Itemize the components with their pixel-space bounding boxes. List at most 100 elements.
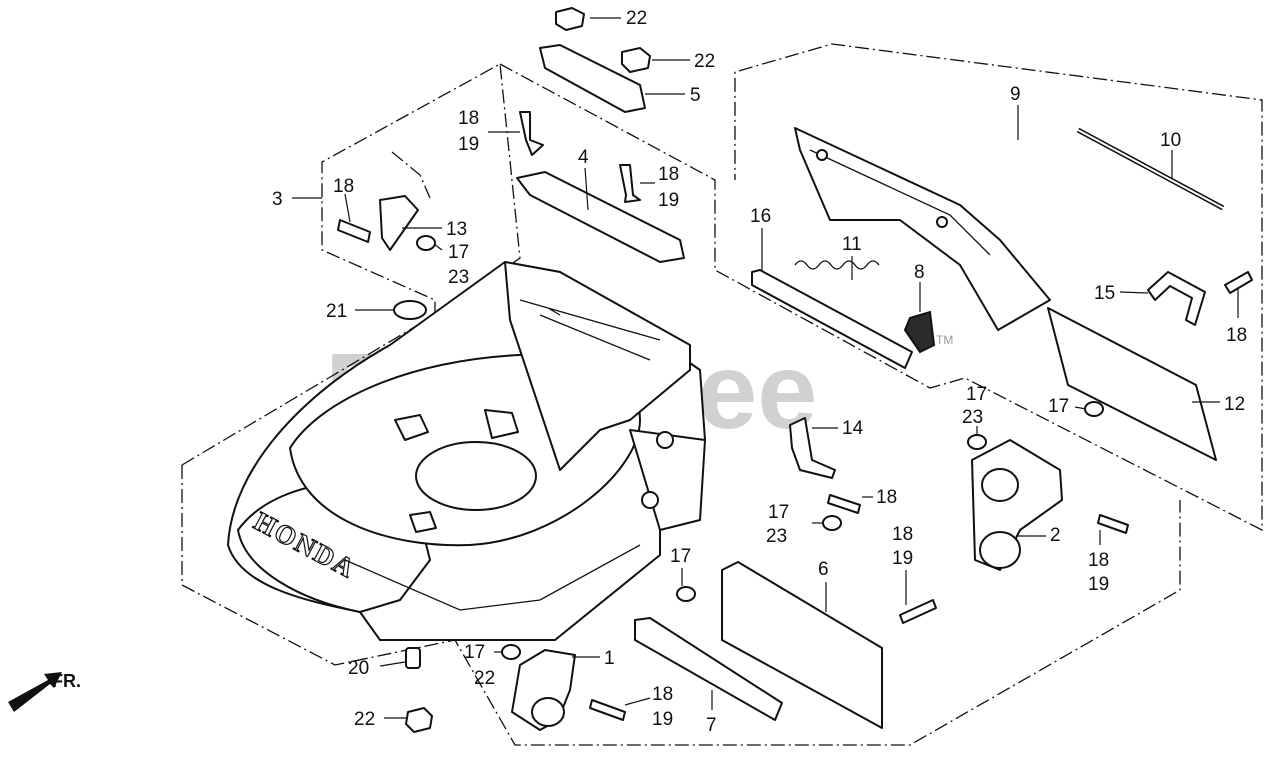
hinge-bar [751,269,913,369]
front-label: FR. [52,671,81,691]
flap-shaft-highlight [1077,129,1224,209]
callout-4: 4 [578,147,589,168]
side-skirt-panel [721,561,883,729]
rear-flap-upper [794,127,1051,331]
callout-13: 13 [446,219,467,240]
callout-19: 19 [1088,574,1109,595]
lead-18-left [344,193,351,223]
mower-deck: HONDA [227,261,706,641]
washer-17-left [416,235,436,251]
lead-15 [1119,291,1149,294]
callout-18: 18 [658,164,679,185]
callout-9: 9 [1010,84,1021,105]
callout-18: 18 [333,176,354,197]
callout-12: 12 [1224,394,1245,415]
adjuster-left-hub [531,697,565,727]
callout-18: 18 [892,524,913,545]
callout-18: 18 [458,108,479,129]
callout-21: 21 [326,301,347,322]
bolt-18-rail [619,164,641,203]
lead-17-right [1074,406,1087,410]
washer-17-mid [822,515,842,531]
callout-19: 19 [658,190,679,211]
callout-23: 23 [962,407,983,428]
callout-18: 18 [1088,550,1109,571]
flap-handle [1147,271,1206,326]
callout-16: 16 [750,206,771,227]
callout-17: 17 [448,242,469,263]
hinge-bracket-top [539,44,646,113]
nut-22-lower [405,707,433,733]
mount-boss-front [409,511,437,533]
bolt-18-rear [1224,271,1253,294]
callout-7: 7 [706,715,717,736]
hardware [337,7,1253,733]
side-bracket-left [379,195,419,251]
rear-plate [1047,307,1217,461]
front-arrow-icon [8,672,62,712]
callout-14: 14 [842,418,864,439]
rear-flap-hinge-left [816,149,828,161]
callout-23: 22 [474,668,495,689]
callout-11: 11 [842,234,862,255]
front-direction-indicator: FR. [8,671,81,712]
axle-hole-lower [641,491,659,509]
lead-4 [584,167,589,211]
boundary-main [181,465,1181,746]
watermark-trademark: TM [936,333,953,347]
callout-15: 15 [1094,283,1115,304]
callout-8: 8 [914,262,925,283]
boundary-left-top [181,62,521,466]
washer-17-skirt [676,586,696,602]
callout-3: 3 [272,189,283,210]
adjuster-right-hub [979,531,1021,569]
callout-17: 17 [464,642,485,663]
flap-clip [903,310,936,354]
deck-chute-ribs [519,299,661,361]
height-adjuster-right [971,439,1063,571]
adjuster-right-hole [981,468,1019,502]
group-boundaries [181,43,1263,746]
lead-17-left [433,243,443,251]
callout-22: 22 [354,709,375,730]
blade-opening [415,441,537,511]
callout-2: 2 [1050,525,1061,546]
callout-19: 19 [458,134,479,155]
bolt-18-mid [827,494,861,514]
callout-20: 20 [348,658,369,679]
lead-18-lower [624,697,651,706]
rear-flap-frame [794,127,1051,331]
callout-17: 17 [1048,396,1069,417]
boundary-right-top [499,43,1263,532]
rear-flap-hinge-right [936,216,948,228]
callout-18: 18 [1226,325,1247,346]
nut-22-upper [621,47,651,73]
washer-17-lower [501,644,521,660]
nut-22-top [555,7,585,31]
bolt-18-adjuster [1097,514,1129,534]
callout-18: 18 [876,487,897,508]
bolt-18-left [337,219,371,243]
bolt-18-lower [589,699,626,721]
washer-17-right [1084,401,1104,417]
callout-19: 19 [892,548,913,569]
mount-boss-left [394,414,429,441]
callout-18: 18 [652,684,673,705]
axle-hole-upper [656,431,674,449]
collar-21 [393,300,427,320]
link-bracket-right [789,417,836,479]
upper-bracket-rail [516,171,685,263]
torsion-spring [794,260,880,270]
callout-22: 22 [694,51,715,72]
bolt-18-skirt [899,599,937,624]
callout-19: 19 [652,709,673,730]
deck-rear-chute [504,261,691,471]
mount-boss-right [484,409,519,439]
callout-1: 1 [604,648,615,669]
side-skirt-rail [634,617,783,721]
bolt-18-top [519,111,544,156]
callout-labels: 22 22 5 18 19 4 18 19 3 18 13 17 23 21 9… [272,8,1247,736]
washer-17-adjuster [967,434,987,450]
